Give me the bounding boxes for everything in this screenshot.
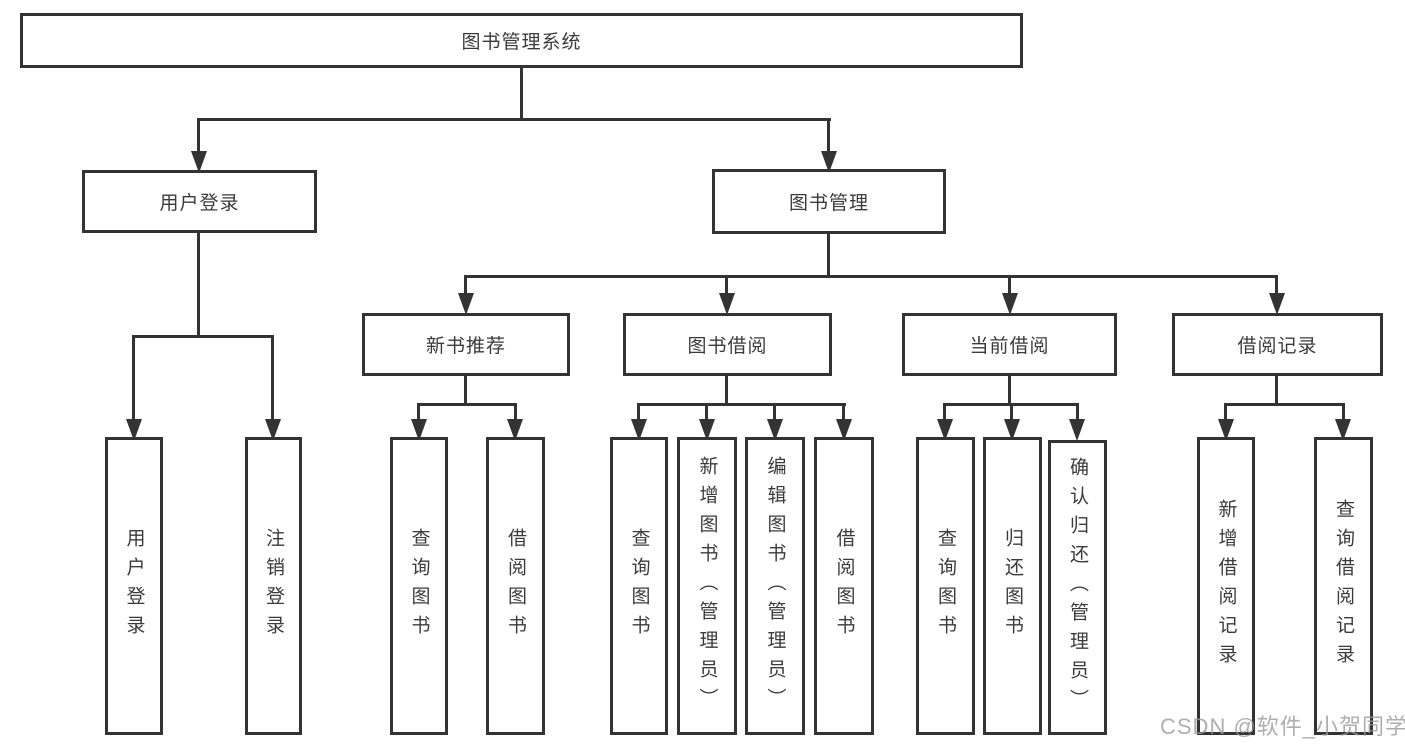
connector-drop bbox=[271, 335, 274, 421]
node-label: 确认归还（管理员） bbox=[1067, 457, 1088, 718]
connector-drop bbox=[827, 118, 830, 158]
leaf-recommend-borrow-books: 借阅图书 bbox=[486, 437, 545, 735]
leaf-query-borrow-record: 查询借阅记录 bbox=[1314, 437, 1373, 735]
connector-drop bbox=[1342, 403, 1345, 423]
arrowhead bbox=[719, 293, 735, 315]
connector-rail bbox=[417, 403, 517, 406]
node-label: 图书管理系统 bbox=[461, 32, 582, 53]
node-current-borrowing: 当前借阅 bbox=[902, 313, 1117, 376]
arrowhead bbox=[1218, 419, 1234, 441]
leaf-add-borrow-record: 新增借阅记录 bbox=[1197, 437, 1255, 735]
node-label: 归还图书 bbox=[1002, 528, 1023, 644]
connector-stub bbox=[197, 233, 200, 338]
connector-drop bbox=[1008, 275, 1011, 300]
node-label: 图书借阅 bbox=[687, 336, 768, 357]
connector-drop bbox=[1224, 403, 1227, 423]
arrowhead bbox=[836, 419, 852, 441]
node-label: 查询图书 bbox=[628, 528, 650, 644]
leaf-current-query-books: 查询图书 bbox=[916, 437, 975, 735]
connector-drop bbox=[1275, 275, 1278, 300]
node-library-system: 图书管理系统 bbox=[20, 13, 1023, 68]
connector-drop bbox=[773, 403, 776, 423]
node-label: 当前借阅 bbox=[969, 336, 1050, 357]
connector-rail bbox=[1224, 403, 1345, 406]
leaf-logout: 注销登录 bbox=[245, 437, 302, 735]
arrowhead bbox=[411, 419, 427, 441]
arrowhead bbox=[1004, 419, 1020, 441]
connector-stub bbox=[1008, 376, 1011, 406]
arrowhead bbox=[1069, 419, 1085, 441]
node-label: 新书推荐 bbox=[425, 336, 506, 357]
connector-drop bbox=[705, 403, 708, 423]
node-label: 编辑图书（管理员） bbox=[764, 455, 786, 717]
connector-drop bbox=[842, 403, 845, 423]
connector-stub bbox=[827, 234, 830, 278]
leaf-edit-book-admin: 编辑图书（管理员） bbox=[745, 437, 805, 735]
leaf-add-book-admin: 新增图书（管理员） bbox=[677, 437, 737, 735]
connector-drop bbox=[943, 403, 946, 423]
node-label: 新增借阅记录 bbox=[1215, 499, 1237, 673]
connector-stub bbox=[1275, 376, 1278, 406]
node-label: 查询图书 bbox=[935, 528, 956, 644]
node-user-login-branch: 用户登录 bbox=[82, 170, 317, 233]
connector-stub bbox=[520, 68, 523, 121]
connector-drop bbox=[417, 403, 420, 423]
connector-drop bbox=[637, 403, 640, 423]
connector-stub bbox=[464, 376, 467, 406]
leaf-borrowing-query-books: 查询图书 bbox=[610, 437, 668, 735]
connector-drop bbox=[464, 275, 467, 300]
arrowhead bbox=[1269, 293, 1285, 315]
arrowhead bbox=[126, 419, 142, 441]
arrowhead bbox=[1335, 419, 1351, 441]
node-label: 用户登录 bbox=[123, 528, 145, 644]
connector-rail bbox=[464, 275, 1278, 278]
connector-drop bbox=[132, 335, 135, 421]
node-label: 新增图书（管理员） bbox=[696, 455, 718, 717]
arrowhead bbox=[631, 419, 647, 441]
leaf-return-book: 归还图书 bbox=[983, 437, 1042, 735]
node-book-borrowing: 图书借阅 bbox=[623, 313, 832, 376]
node-label: 借阅记录 bbox=[1237, 336, 1318, 357]
connector-rail bbox=[198, 118, 831, 121]
arrowhead bbox=[699, 419, 715, 441]
arrowhead bbox=[821, 151, 837, 173]
connector-rail bbox=[637, 403, 846, 406]
node-new-book-recommend: 新书推荐 bbox=[362, 313, 570, 376]
connector-drop bbox=[197, 118, 200, 158]
connector-drop bbox=[725, 275, 728, 300]
connector-drop bbox=[514, 403, 517, 423]
arrowhead bbox=[265, 419, 281, 441]
arrowhead bbox=[458, 293, 474, 315]
node-book-management: 图书管理 bbox=[712, 169, 946, 234]
node-label: 注销登录 bbox=[263, 528, 284, 644]
leaf-recommend-query-books: 查询图书 bbox=[390, 437, 448, 735]
node-label: 图书管理 bbox=[788, 193, 869, 214]
arrowhead bbox=[767, 419, 783, 441]
arrowhead bbox=[191, 151, 207, 173]
arrowhead bbox=[937, 419, 953, 441]
node-label: 查询图书 bbox=[408, 528, 430, 644]
leaf-borrow-book: 借阅图书 bbox=[814, 437, 874, 735]
arrowhead bbox=[1002, 293, 1018, 315]
arrowhead bbox=[507, 419, 523, 441]
leaf-confirm-return-admin: 确认归还（管理员） bbox=[1048, 440, 1107, 735]
connector-drop bbox=[1076, 403, 1079, 423]
connector-drop bbox=[1010, 403, 1013, 423]
node-label: 借阅图书 bbox=[833, 528, 855, 644]
connector-stub bbox=[725, 376, 728, 406]
node-borrowing-records: 借阅记录 bbox=[1172, 313, 1383, 376]
leaf-user-login: 用户登录 bbox=[105, 437, 163, 735]
node-label: 查询借阅记录 bbox=[1333, 499, 1354, 673]
node-label: 借阅图书 bbox=[505, 528, 526, 644]
node-label: 用户登录 bbox=[159, 193, 240, 214]
connector-rail bbox=[132, 335, 274, 338]
csdn-watermark: CSDN @软件_小贺同学 bbox=[1160, 714, 1405, 739]
